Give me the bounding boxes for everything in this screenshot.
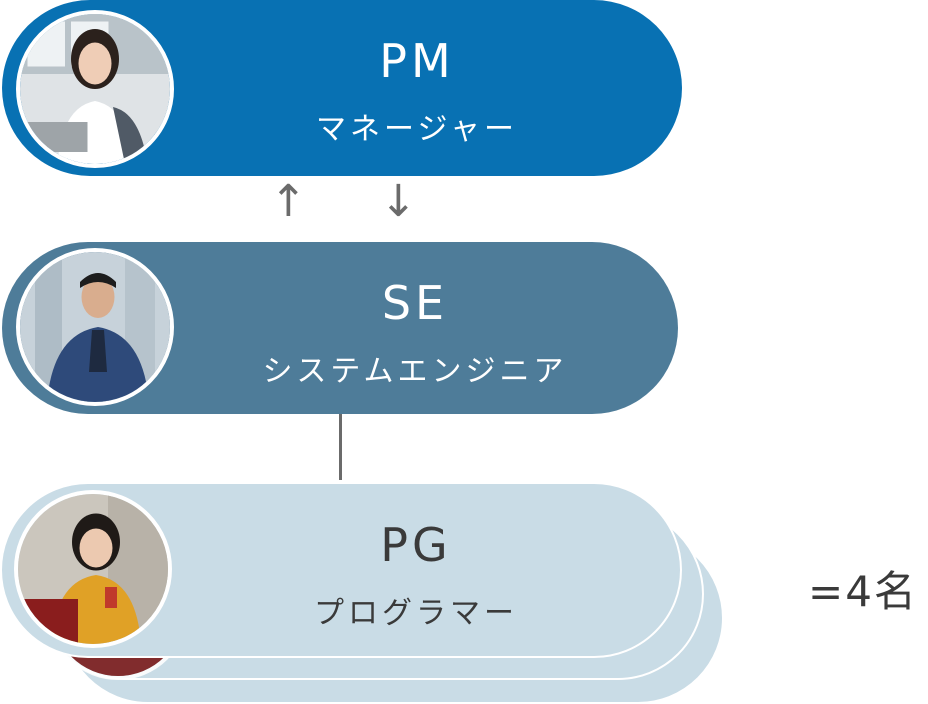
pm-avatar [16, 10, 174, 168]
pm-name: マネージャー [316, 112, 518, 147]
se-code: SE [381, 276, 449, 330]
pg-label: PG プログラマー [150, 522, 682, 632]
connector-line [339, 414, 342, 480]
pg-code: PG [380, 518, 452, 572]
se-avatar [16, 248, 174, 406]
pg-count: =4名 [808, 567, 918, 616]
se-name: システムエンジニア [262, 354, 568, 389]
arrow-up-icon: ↑ [270, 176, 307, 227]
pg-name: プログラマー [314, 596, 518, 631]
pm-code: PM [379, 34, 455, 88]
pg-avatar [14, 490, 172, 648]
arrow-down-icon: ↓ [380, 176, 417, 227]
pm-label: PM マネージャー [152, 38, 682, 148]
se-label: SE システムエンジニア [152, 280, 678, 390]
